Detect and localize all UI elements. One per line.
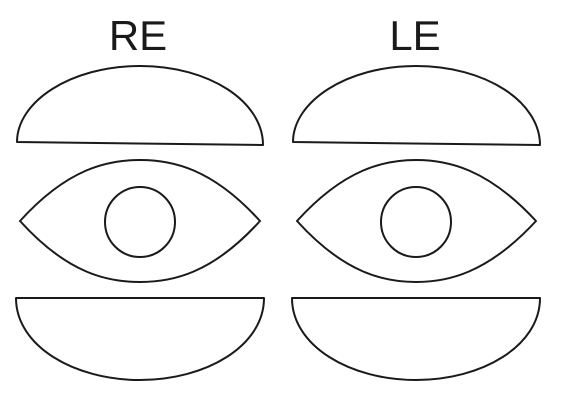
left-eye-group: LE xyxy=(291,12,541,381)
right-eye-group: RE xyxy=(15,12,265,381)
left-upper-lid xyxy=(292,65,541,146)
left-eye-label: LE xyxy=(389,12,440,59)
left-lower-lid xyxy=(291,297,541,381)
right-upper-lid xyxy=(16,65,264,146)
right-iris xyxy=(104,186,176,258)
right-lower-lid xyxy=(15,297,265,381)
right-eye-label: RE xyxy=(109,12,167,59)
left-iris xyxy=(380,186,452,258)
